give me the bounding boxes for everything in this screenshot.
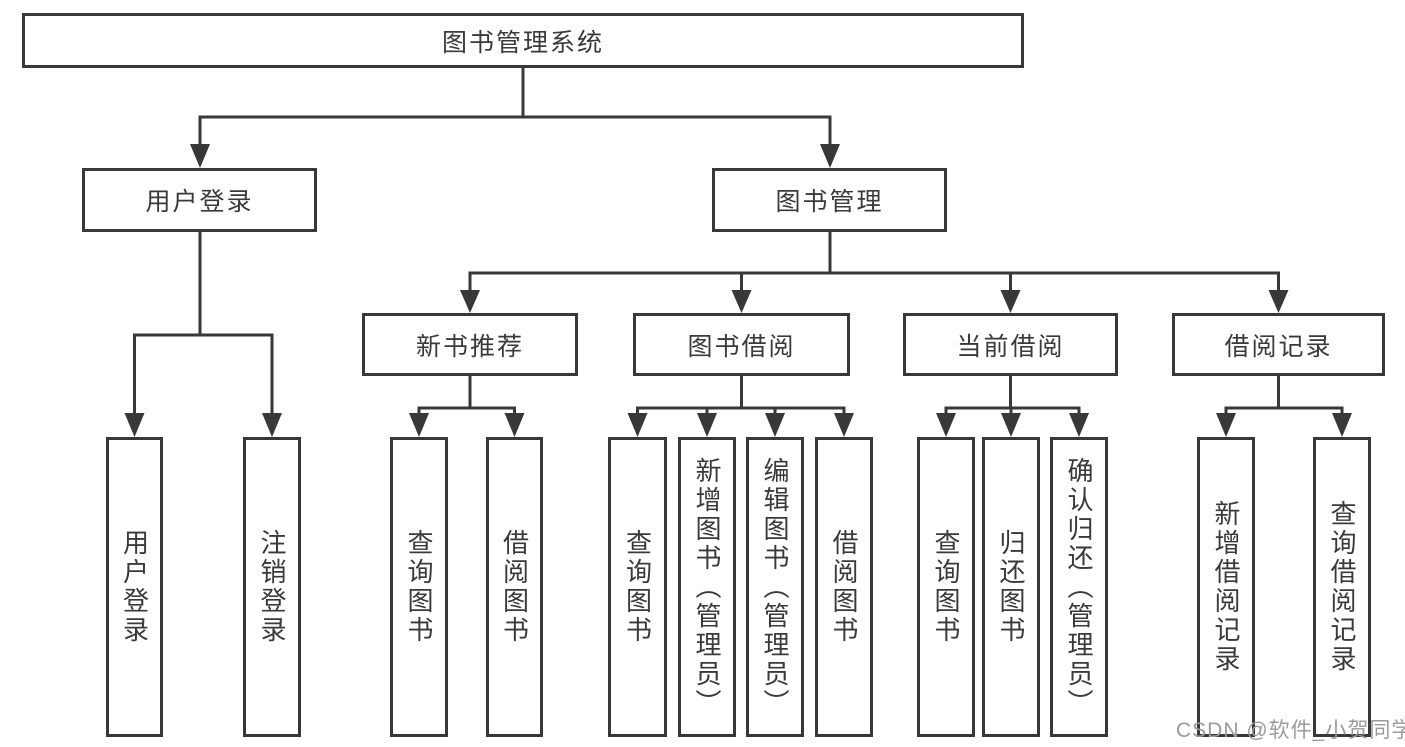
node-book-borrowing-label: 图书借阅 [687,332,796,361]
arrow-leaf-query-books-recommend [409,413,429,437]
leaf-borrow-books-recommend: 借阅图书 [486,437,543,737]
leaf-query-books-recommend-label: 查询图书 [404,529,434,645]
edge-records-rail [1224,406,1344,414]
leaf-return-books-label: 归还图书 [996,529,1026,645]
leaf-edit-books-admin-label: 编辑图书（管理员） [760,456,790,718]
arrow-leaf-edit-books [765,413,785,437]
arrow-leaf-add-borrow-record [1216,413,1236,437]
leaf-add-borrow-record-label: 新增借阅记录 [1211,500,1241,674]
arrow-leaf-add-books [697,413,717,437]
edge-newbook-rail [417,406,516,414]
leaf-user-login: 用户登录 [106,437,163,737]
arrow-leaf-user-login [124,413,145,437]
leaf-borrow-books-borrowing-label: 借阅图书 [829,529,859,645]
node-current-borrowing-label: 当前借阅 [956,332,1065,361]
leaf-query-books-current-label: 查询图书 [931,529,961,645]
edge-level3-rail [468,271,1280,291]
arrow-leaf-borrow-books-borrowing [834,413,854,437]
node-library-system: 图书管理系统 [22,13,1024,68]
arrow-leaf-logout [262,413,282,437]
arrow-leaf-return-books [1001,413,1021,437]
leaf-user-login-label: 用户登录 [119,529,150,645]
arrow-book-management [820,144,840,168]
edge-borrowing-rail [636,406,846,414]
arrow-leaf-borrow-books-recommend [504,413,525,437]
node-book-management: 图书管理 [712,168,947,232]
leaf-logout-label: 注销登录 [257,529,287,645]
leaf-query-borrow-record: 查询借阅记录 [1313,437,1371,737]
leaf-add-books-admin: 新增图书（管理员） [678,437,736,737]
node-book-management-label: 图书管理 [775,188,884,216]
leaf-edit-books-admin: 编辑图书（管理员） [746,437,804,737]
arrow-leaf-confirm-return [1069,413,1089,437]
arrow-leaf-query-borrow-record [1332,413,1352,437]
node-borrowing-records: 借阅记录 [1172,313,1385,376]
leaf-logout: 注销登录 [243,437,301,737]
leaf-confirm-return-admin: 确认归还（管理员） [1050,437,1108,737]
leaf-borrow-books-borrowing: 借阅图书 [815,437,873,737]
edge-userlogin-rail [133,333,274,414]
node-new-book-recommendation: 新书推荐 [362,313,578,376]
node-library-system-label: 图书管理系统 [441,28,604,57]
edge-level2-rail [198,115,832,145]
arrow-leaf-query-books-current [936,413,956,437]
leaf-query-books-recommend: 查询图书 [390,437,448,737]
node-book-borrowing: 图书借阅 [633,313,850,376]
arrow-leaf-query-books-borrowing [627,413,648,437]
node-borrowing-records-label: 借阅记录 [1224,332,1333,361]
leaf-add-borrow-record: 新增借阅记录 [1197,437,1255,737]
node-user-login: 用户登录 [82,168,317,232]
node-new-book-recommendation-label: 新书推荐 [415,332,524,361]
leaf-query-borrow-record-label: 查询借阅记录 [1327,500,1357,674]
node-current-borrowing: 当前借阅 [903,313,1118,376]
leaf-add-books-admin-label: 新增图书（管理员） [692,456,722,718]
arrow-book-borrowing [731,290,752,313]
arrow-user-login [190,144,210,168]
arrow-new-book-recommendation [460,290,480,313]
leaf-borrow-books-recommend-label: 借阅图书 [499,529,530,645]
arrow-borrowing-records [1268,290,1289,313]
node-user-login-label: 用户登录 [145,188,254,216]
leaf-query-books-borrowing-label: 查询图书 [622,529,653,645]
leaf-query-books-current: 查询图书 [917,437,975,737]
leaf-return-books: 归还图书 [982,437,1040,737]
leaf-query-books-borrowing: 查询图书 [608,437,667,737]
watermark-text: CSDN @软件_小贺同学 [1176,719,1405,742]
leaf-confirm-return-admin-label: 确认归还（管理员） [1064,456,1094,718]
arrow-current-borrowing [1000,290,1021,313]
